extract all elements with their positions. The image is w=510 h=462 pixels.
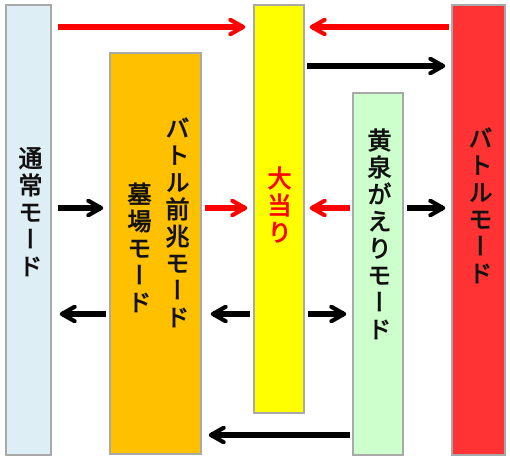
jackpot-label: 大当り bbox=[263, 166, 291, 247]
grave-mode-box: バトル前兆モード 墓場モード bbox=[109, 52, 202, 455]
normal-mode-label: 通常モード bbox=[14, 146, 42, 281]
battle-mode-label: バトルモード bbox=[464, 126, 492, 288]
grave-mode-label: 墓場モード bbox=[123, 182, 151, 317]
jackpot-box: 大当り bbox=[253, 4, 305, 414]
battle-mode-box: バトルモード bbox=[451, 4, 506, 456]
normal-mode-box: 通常モード bbox=[5, 4, 52, 456]
revive-mode-box: 黄泉がえりモード bbox=[352, 92, 404, 456]
battle-omen-mode-label: バトル前兆モード bbox=[161, 116, 189, 332]
revive-mode-label: 黄泉がえりモード bbox=[363, 128, 391, 344]
